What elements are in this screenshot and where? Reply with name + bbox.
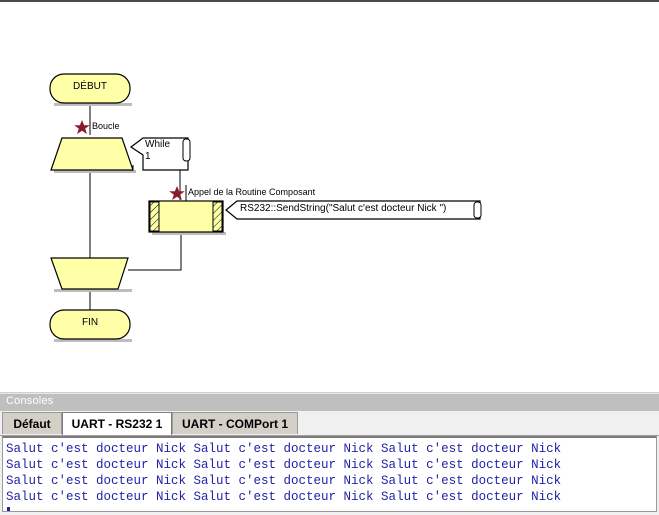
- node-start-label: DÉBUT: [73, 81, 107, 92]
- tab-defaut[interactable]: Défaut: [2, 412, 62, 434]
- console-output-line: Salut c'est docteur Nick Salut c'est doc…: [6, 458, 562, 472]
- tab-uart-rs232-1[interactable]: UART - RS232 1: [62, 412, 172, 435]
- console-output-line: Salut c'est docteur Nick Salut c'est doc…: [6, 490, 562, 504]
- node-loop-end-shape: [50, 257, 129, 290]
- flowchart-canvas[interactable]: DÉBUT FIN Boucle Appel de la Routine Com…: [0, 2, 659, 383]
- node-start-shape: [49, 73, 131, 104]
- call-balloon-shape: [225, 200, 482, 220]
- while-balloon-shape: [129, 137, 191, 171]
- star-icon: [169, 186, 185, 200]
- star-icon: [74, 120, 90, 134]
- consoles-titlebar: [0, 393, 659, 412]
- node-end-label: FIN: [81, 317, 99, 328]
- while-balloon-line-2: 1: [145, 151, 151, 162]
- text-caret: [7, 507, 10, 511]
- console-output-line: Salut c'est docteur Nick Salut c'est doc…: [6, 474, 562, 488]
- consoles-title: Consoles: [6, 395, 54, 407]
- node-call-shape: [148, 200, 224, 233]
- panel-splitter[interactable]: [0, 383, 659, 393]
- console-output-line: Salut c'est docteur Nick Salut c'est doc…: [6, 442, 562, 456]
- node-end-shape: [49, 309, 131, 340]
- node-loop-begin-shape: [50, 137, 134, 171]
- loop-annotation-label: Boucle: [92, 121, 120, 131]
- console-output[interactable]: Salut c'est docteur Nick Salut c'est doc…: [2, 436, 657, 512]
- consoles-panel: Consoles Défaut UART - RS232 1 UART - CO…: [0, 383, 659, 515]
- call-balloon-text: RS232::SendString("Salut c'est docteur N…: [240, 203, 447, 214]
- while-balloon-line-1: While: [145, 139, 171, 150]
- flowchart-graphics: [49, 73, 482, 342]
- console-tabstrip: Défaut UART - RS232 1 UART - COMPort 1: [0, 411, 659, 436]
- call-annotation-label: Appel de la Routine Composant: [188, 187, 316, 197]
- window-top-border: [0, 0, 659, 2]
- tab-uart-comport-1[interactable]: UART - COMPort 1: [172, 412, 298, 434]
